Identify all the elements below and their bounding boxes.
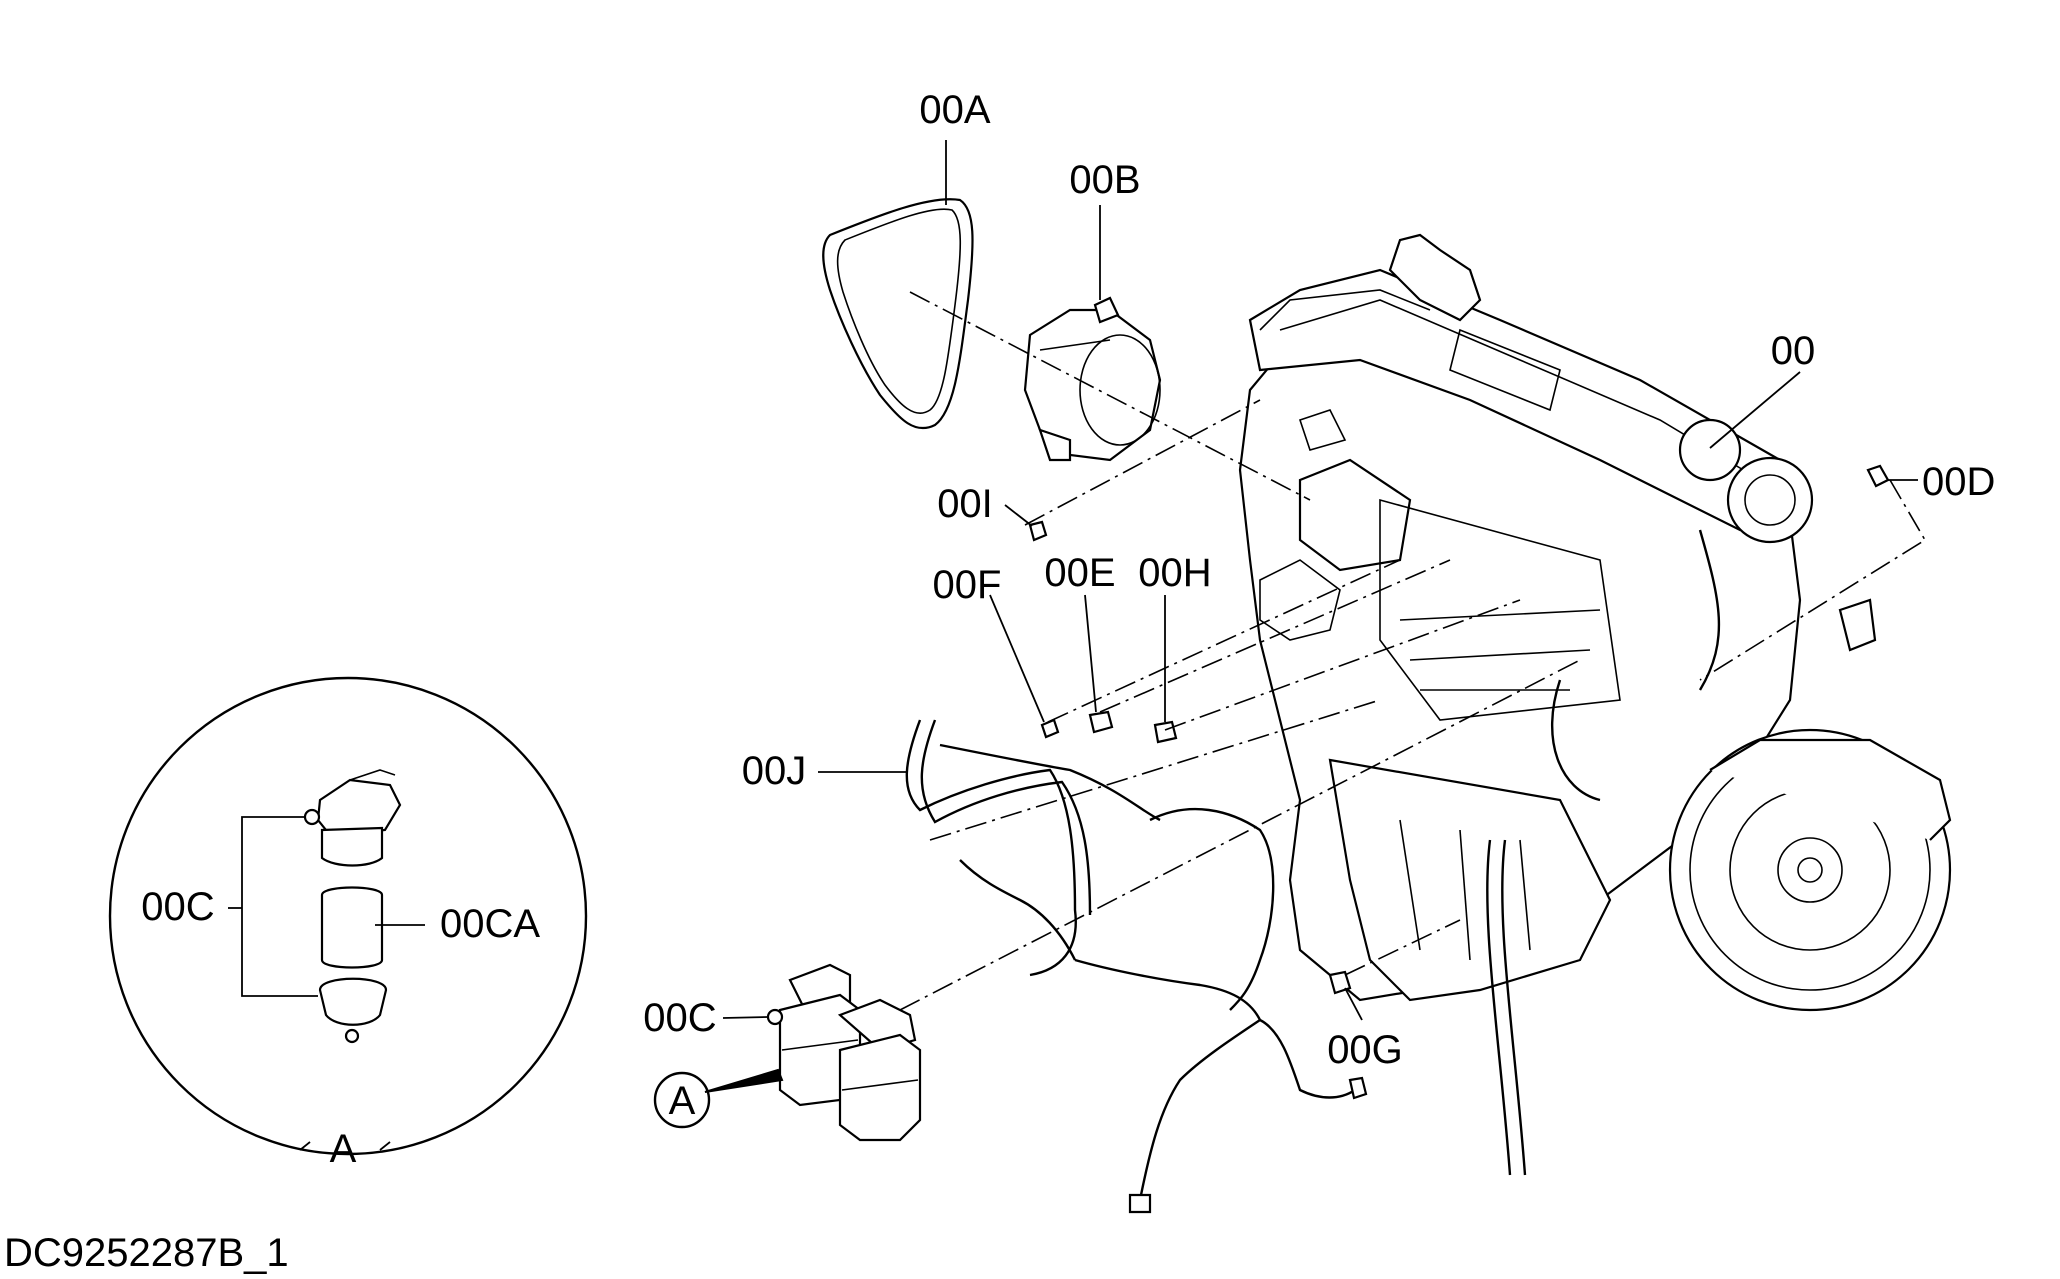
v-belt — [822, 198, 974, 430]
callout-sensor-f: 00F — [933, 563, 1002, 607]
alternator — [1023, 296, 1162, 462]
sensor-f-part — [1040, 718, 1060, 739]
assembly-lines — [899, 291, 1927, 1011]
callout-fuel-filter-detail: 00C — [141, 885, 214, 929]
callout-engine: 00 — [1771, 329, 1816, 373]
callout-belt: 00A — [919, 88, 990, 132]
callout-wire-harness: 00J — [742, 749, 807, 793]
detail-a-arrow — [704, 1068, 784, 1093]
callout-sensor-e: 00E — [1044, 551, 1115, 595]
callout-alternator: 00B — [1069, 158, 1140, 202]
sensor-g-part — [1328, 970, 1352, 995]
fuel-filter-assembly — [766, 963, 922, 1142]
callout-sensor-h: 00H — [1138, 551, 1211, 595]
leader-lines — [228, 140, 1918, 1151]
callout-sensor-g: 00G — [1327, 1028, 1403, 1072]
sensor-i-part — [1028, 520, 1048, 542]
callout-plug-d: 00D — [1922, 460, 1995, 504]
callout-sensor-i: 00I — [937, 482, 993, 526]
detail-a-marker-letter: A — [669, 1079, 696, 1123]
sensor-h-part — [1153, 720, 1178, 744]
callout-fuel-filter: 00C — [643, 996, 716, 1040]
plug-d-part — [1866, 464, 1890, 488]
engine-assembly — [1238, 233, 1952, 1176]
detail-a-marker — [653, 1071, 711, 1129]
sensor-e-part — [1088, 710, 1114, 734]
callout-filter-element: 00CA — [440, 902, 540, 946]
detail-a-view — [108, 676, 588, 1156]
detail-a-caption: A — [330, 1127, 357, 1171]
wire-harness — [905, 719, 1368, 1214]
drawing-id: DC9252287B_1 — [4, 1231, 289, 1274]
